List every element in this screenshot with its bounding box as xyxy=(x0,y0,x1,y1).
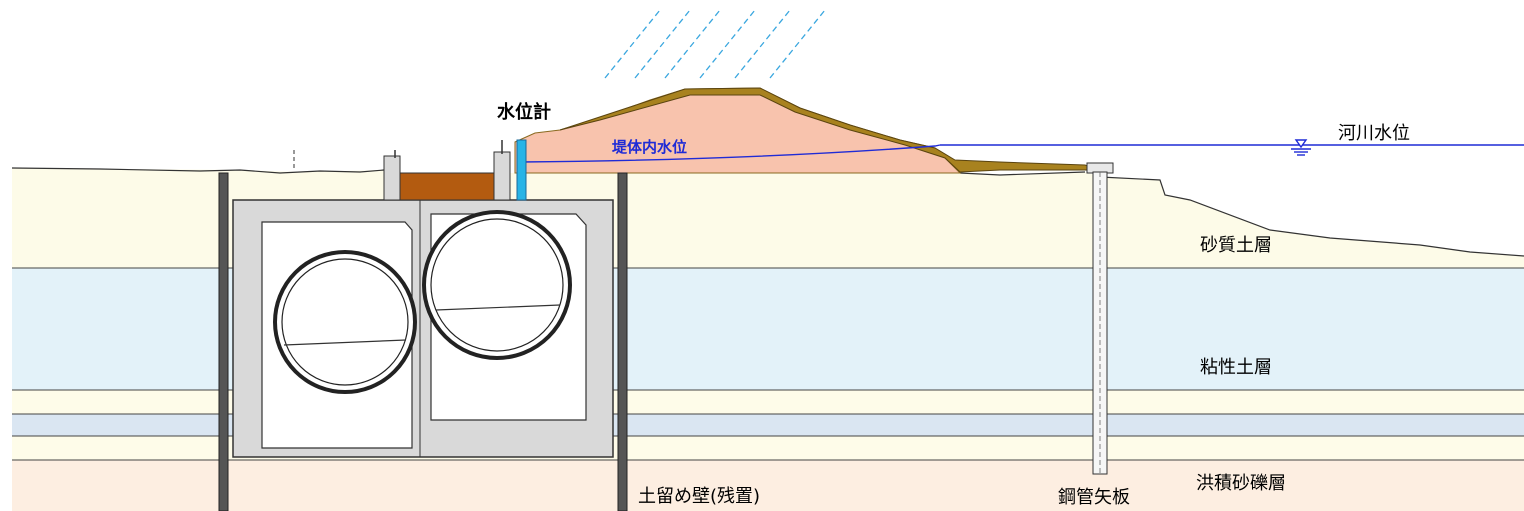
retaining-wall-left xyxy=(218,172,229,511)
shield-pipe-left xyxy=(273,250,417,394)
retaining-wall-label: 土留め壁(残置) xyxy=(638,486,760,507)
steel-pipe-sheet-pile xyxy=(1086,162,1114,475)
retaining-wall-right xyxy=(617,172,628,511)
sandy-soil-layer-label: 砂質土層 xyxy=(1200,235,1272,256)
steel-pipe-sheet-pile-label: 鋼管矢板 xyxy=(1058,487,1130,508)
river-water-level-label: 河川水位 xyxy=(1338,123,1410,144)
levee-body xyxy=(514,87,962,174)
water-level-symbol-icon xyxy=(1291,139,1311,156)
diluvial-gravel-layer-label: 洪積砂礫層 xyxy=(1196,473,1286,494)
gravel-layer-area xyxy=(12,460,1524,511)
shield-pipe-right xyxy=(422,210,572,360)
cover-soil xyxy=(399,172,495,201)
ground-surface-line xyxy=(11,167,1524,257)
water-lines xyxy=(519,144,1524,163)
water-gauge-pipe xyxy=(516,139,527,201)
levee-internal-water-line xyxy=(519,144,941,163)
water-gauge-label: 水位計 xyxy=(497,101,551,123)
cohesive-soil-layer-label: 粘性土層 xyxy=(1200,357,1272,378)
levee-internal-water-level-label: 堤体内水位 xyxy=(612,138,687,156)
rain-hatching xyxy=(604,9,826,79)
